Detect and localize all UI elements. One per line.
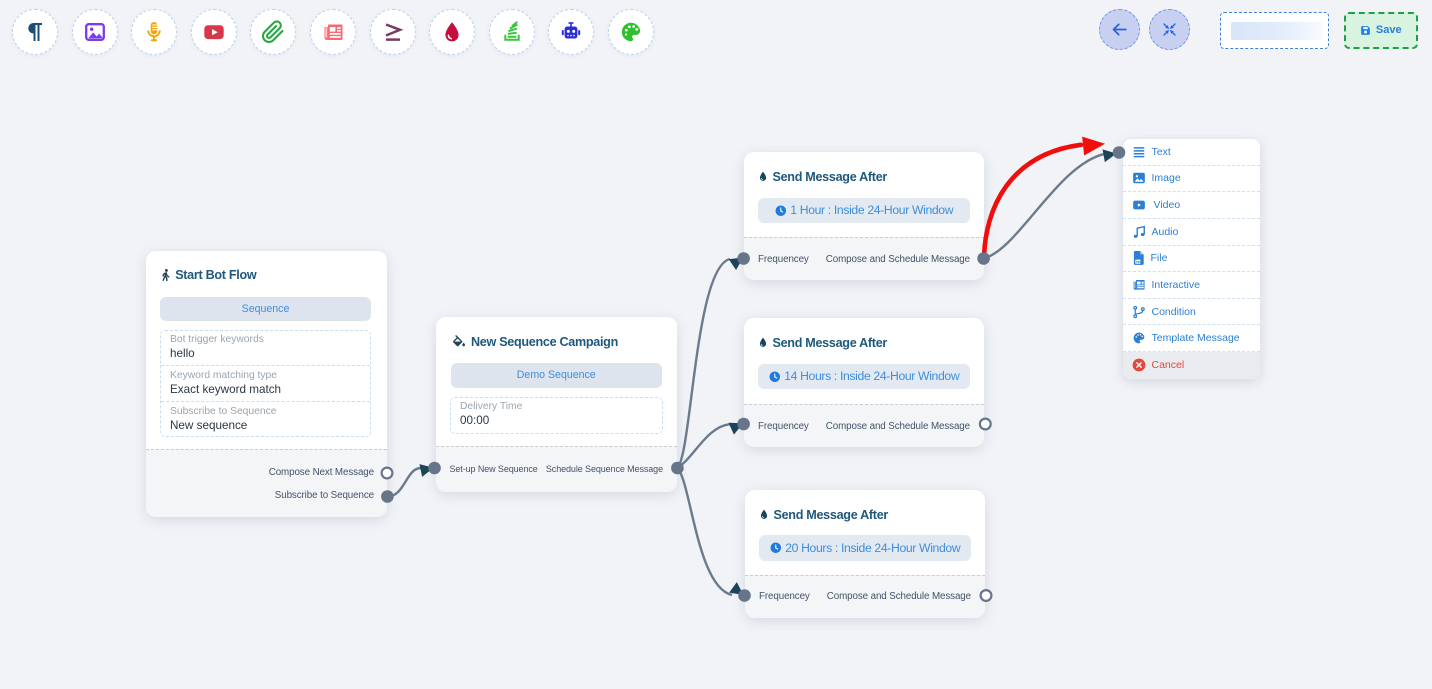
svg-text:PDF: PDF (1136, 260, 1142, 264)
